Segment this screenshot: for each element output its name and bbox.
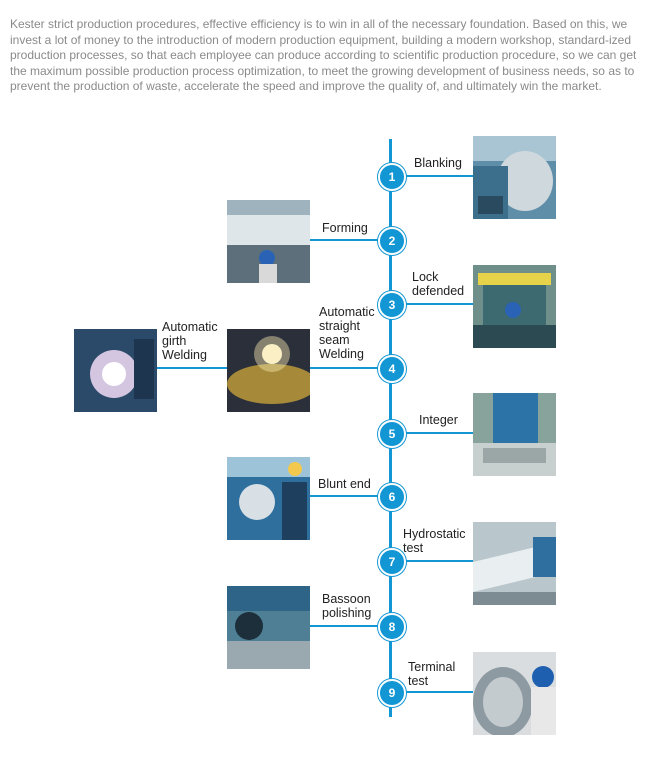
step-7-label: Hydrostatic test [403, 527, 466, 555]
connector-line [390, 432, 474, 434]
girth-welding-label: Automatic girth Welding [162, 320, 218, 362]
step-7-badge: 7 [378, 548, 406, 576]
step-9-photo [473, 652, 556, 735]
step-6-label: Blunt end [318, 477, 371, 491]
step-2-label: Forming [322, 221, 368, 235]
step-9-label: Terminal test [408, 660, 456, 688]
step-7-photo [473, 522, 556, 605]
step-5-photo [473, 393, 556, 476]
step-5-label: Integer [419, 413, 458, 427]
step-8-photo [227, 586, 310, 669]
step-2-badge: 2 [378, 227, 406, 255]
intro-paragraph: Kester strict production procedures, eff… [10, 17, 637, 93]
step-4-badge: 4 [378, 355, 406, 383]
step-3-label: Lock defended [412, 270, 465, 298]
step-8-label: Bassoon polishing [322, 592, 372, 620]
step-1-label: Blanking [414, 156, 462, 170]
step-6-badge: 6 [378, 483, 406, 511]
step-6-photo [227, 457, 310, 540]
step-1-photo [473, 136, 556, 219]
step-2-photo [227, 200, 310, 283]
step-3-photo [473, 265, 556, 348]
connector-line [390, 691, 474, 693]
step-4-photo [227, 329, 310, 412]
connector-line [390, 303, 474, 305]
step-1-badge: 1 [378, 163, 406, 191]
step-9-badge: 9 [378, 679, 406, 707]
connector-line [390, 560, 474, 562]
step-4-label: Automatic straight seam Welding [319, 305, 375, 361]
girth-welding-photo [74, 329, 157, 412]
step-5-badge: 5 [378, 420, 406, 448]
step-3-badge: 3 [378, 291, 406, 319]
connector-line [310, 495, 390, 497]
step-8-badge: 8 [378, 613, 406, 641]
connector-line [310, 239, 390, 241]
connector-line [390, 175, 474, 177]
connector-line [310, 625, 390, 627]
